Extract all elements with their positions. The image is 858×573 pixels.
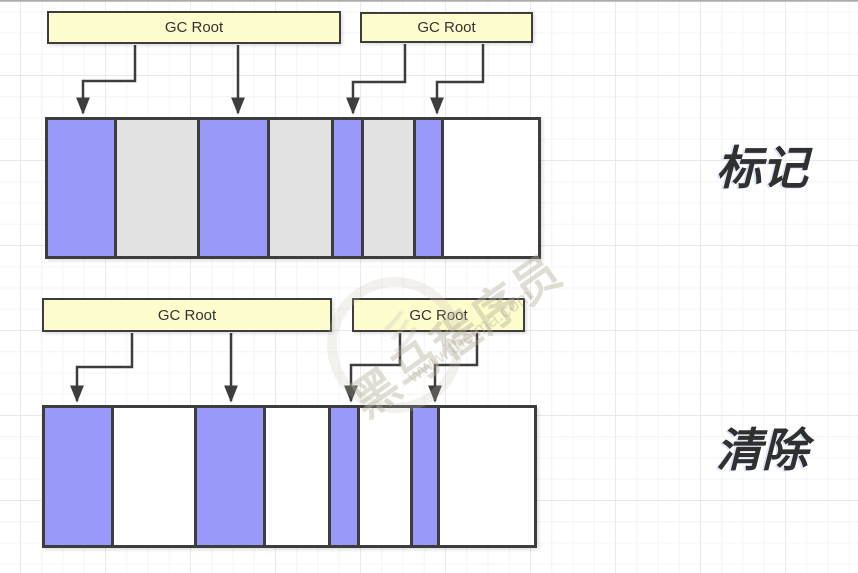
heap-memory-bar-sweep [42, 405, 537, 548]
heap-segment-reachable [45, 408, 112, 545]
heap-segment-reachable [331, 120, 361, 256]
gc-root-box: GC Root [47, 11, 341, 44]
gc-root-pointer-arrow [70, 333, 134, 403]
heap-segment-free [111, 408, 195, 545]
gc-root-pointer-arrow [344, 333, 402, 403]
heap-segment-reachable [327, 408, 358, 545]
heap-segment-reachable [48, 120, 115, 256]
gc-root-pointer-arrow [428, 333, 479, 403]
gc-root-label: GC Root [164, 19, 224, 36]
heap-segment-free [437, 408, 534, 545]
heap-segment-reachable [194, 408, 264, 545]
heap-segment-reachable [409, 408, 438, 545]
gc-root-pointer-arrow [346, 44, 407, 115]
heap-segment-free [357, 408, 410, 545]
window-top-border [0, 0, 858, 2]
heap-segment-reachable [197, 120, 267, 256]
heap-segment-free [263, 408, 328, 545]
gc-root-pointer-arrow [430, 44, 485, 115]
heap-segment-free [441, 120, 538, 256]
gc-root-box: GC Root [352, 298, 525, 332]
gc-root-box: GC Root [42, 298, 332, 332]
gc-root-pointer-arrow [76, 45, 137, 115]
heap-segment-garbage [114, 120, 198, 256]
heap-segment-reachable [413, 120, 441, 256]
gc-root-label: GC Root [157, 306, 217, 324]
gc-root-label: GC Root [409, 306, 468, 324]
heap-segment-garbage [360, 120, 414, 256]
phase-label-mark: 标记 [716, 142, 808, 194]
gc-root-box: GC Root [360, 12, 533, 43]
phase-label-sweep: 清除 [716, 424, 808, 476]
heap-memory-bar-mark [45, 117, 541, 259]
gc-root-label: GC Root [417, 19, 476, 36]
heap-segment-garbage [266, 120, 332, 256]
